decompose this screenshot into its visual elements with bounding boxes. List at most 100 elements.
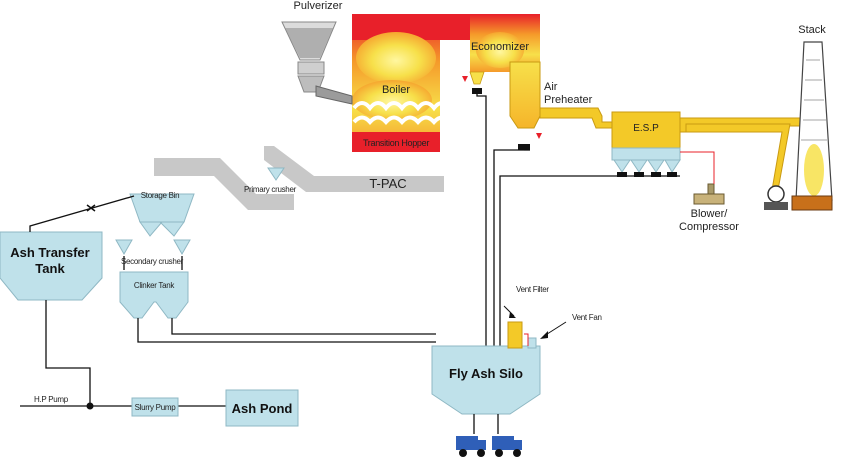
pulverizer-mill (297, 61, 325, 75)
economizer-valve (472, 88, 482, 94)
boiler-tubes-lower (352, 115, 452, 126)
truck-left-wheel-2 (477, 449, 485, 457)
ash-transfer-tank-label-2: Tank (35, 261, 65, 276)
stack-flame (804, 144, 824, 196)
id-fan-base (764, 202, 788, 210)
truck-left-cab (478, 440, 486, 450)
transition-hopper-label: Transition Hopper (363, 138, 429, 148)
blower-label-1: Blower/ (691, 208, 729, 220)
stack-base (791, 195, 833, 211)
pulverizer-group: Pulverizer (281, 0, 353, 105)
bottom-ash-conveyor: T-PAC Primary crusher Storage Bin Second… (115, 146, 444, 319)
secondary-crusher-right (173, 239, 191, 256)
esp-hoppers (613, 159, 681, 173)
storage-bin-outlets (139, 221, 185, 237)
primary-crusher-label: Primary crusher (244, 185, 297, 194)
vent-filter-label: Vent Filter (516, 285, 549, 294)
ash-transfer-tank-group: Ash Transfer Tank (0, 231, 103, 301)
fly-ash-silo-label: Fly Ash Silo (449, 366, 523, 381)
preheater-drop-marker (536, 133, 542, 139)
hp-pump-label: H.P Pump (34, 395, 69, 404)
esp-group: E.S.P (611, 111, 811, 191)
pumps-group: H.P Pump Slurry Pump Ash Pond (34, 389, 299, 427)
vent-fan-arrowhead (540, 331, 548, 339)
esp-valve-4 (667, 172, 677, 177)
hopper-markers (462, 76, 542, 150)
truck-left (456, 436, 486, 457)
coal-feed-pipe (315, 85, 353, 105)
esp-valve-2 (634, 172, 644, 177)
secondary-crusher-left (115, 239, 133, 256)
primary-crusher-hopper (267, 167, 285, 181)
valve-storage-line (86, 204, 96, 212)
clinker-tank-label: Clinker Tank (134, 281, 176, 290)
vent-fan (527, 337, 537, 349)
slurry-pump-label: Slurry Pump (135, 403, 177, 412)
storage-bin-label: Storage Bin (141, 191, 180, 200)
ash-transfer-tank-label-1: Ash Transfer (10, 245, 89, 260)
ash-transfer-tank (0, 231, 103, 301)
boiler-flame-lower (352, 80, 432, 120)
boiler-flame-upper (356, 32, 436, 84)
clinker-tank (119, 271, 189, 319)
blower-group: Blower/ Compressor (679, 151, 739, 233)
pipe-preheater-to-silo (493, 149, 524, 346)
esp-valve-1 (617, 172, 627, 177)
vent-filter (507, 321, 523, 349)
secondary-crusher-label: Secondary crusher (121, 257, 184, 266)
stack-bands (801, 59, 827, 141)
trucks (456, 436, 522, 457)
tpac-label: T-PAC (369, 176, 406, 191)
primary-crusher-belt (154, 158, 294, 210)
coal-fill (285, 28, 333, 58)
esp-valve-3 (651, 172, 661, 177)
vent-fan-line (524, 333, 529, 346)
id-fan (767, 185, 785, 203)
secondary-crusher-lines (123, 256, 183, 270)
truck-right-wheel-2 (513, 449, 521, 457)
tpac-belt (264, 146, 444, 192)
stack-label: Stack (798, 24, 826, 36)
pulverizer-label: Pulverizer (294, 0, 343, 12)
preheater-valve (518, 144, 530, 150)
fly-ash-silo (431, 345, 541, 415)
stack-group: Stack (764, 24, 833, 211)
blower-stack (707, 183, 715, 195)
truck-right-wheel-1 (495, 449, 503, 457)
pipe-storage-to-ash-tank (29, 195, 135, 232)
air-preheater-body (509, 61, 541, 129)
ash-pond (225, 389, 299, 427)
esp-label: E.S.P (633, 123, 659, 134)
silo-discharge-lines (473, 414, 499, 434)
pipe-clinker-to-silo-1 (137, 318, 436, 343)
pipe-esp-to-silo (499, 175, 680, 346)
truck-left-wheel-1 (459, 449, 467, 457)
vent-fan-label: Vent Fan (572, 313, 602, 322)
boiler-tubes-upper (352, 101, 452, 112)
hp-pump-junction (86, 402, 94, 410)
truck-right-body (492, 436, 514, 450)
boiler-group: Boiler Transition Hopper Economizer Air … (352, 14, 613, 152)
pipe-economizer-to-silo (476, 94, 487, 346)
boiler-label: Boiler (382, 84, 410, 96)
transition-hopper-band (352, 132, 440, 152)
blower-air-line (680, 151, 715, 184)
economizer-drop-marker (462, 76, 468, 82)
duct-to-id-fan (685, 123, 791, 191)
economizer-label: Economizer (471, 41, 529, 53)
economizer-hopper (469, 71, 485, 85)
pipe-clinker-to-silo-2 (171, 318, 436, 335)
slurry-pump (131, 397, 179, 417)
pipelines (20, 94, 680, 410)
truck-right-cab (514, 440, 522, 450)
blower-body (693, 193, 725, 205)
truck-left-body (456, 436, 478, 450)
esp-body (611, 111, 681, 149)
duct-to-esp (539, 107, 613, 129)
economizer-flame (476, 32, 524, 68)
ash-pond-label: Ash Pond (232, 401, 293, 416)
air-preheater-label-1: Air (544, 81, 558, 93)
truck-right (492, 436, 522, 457)
